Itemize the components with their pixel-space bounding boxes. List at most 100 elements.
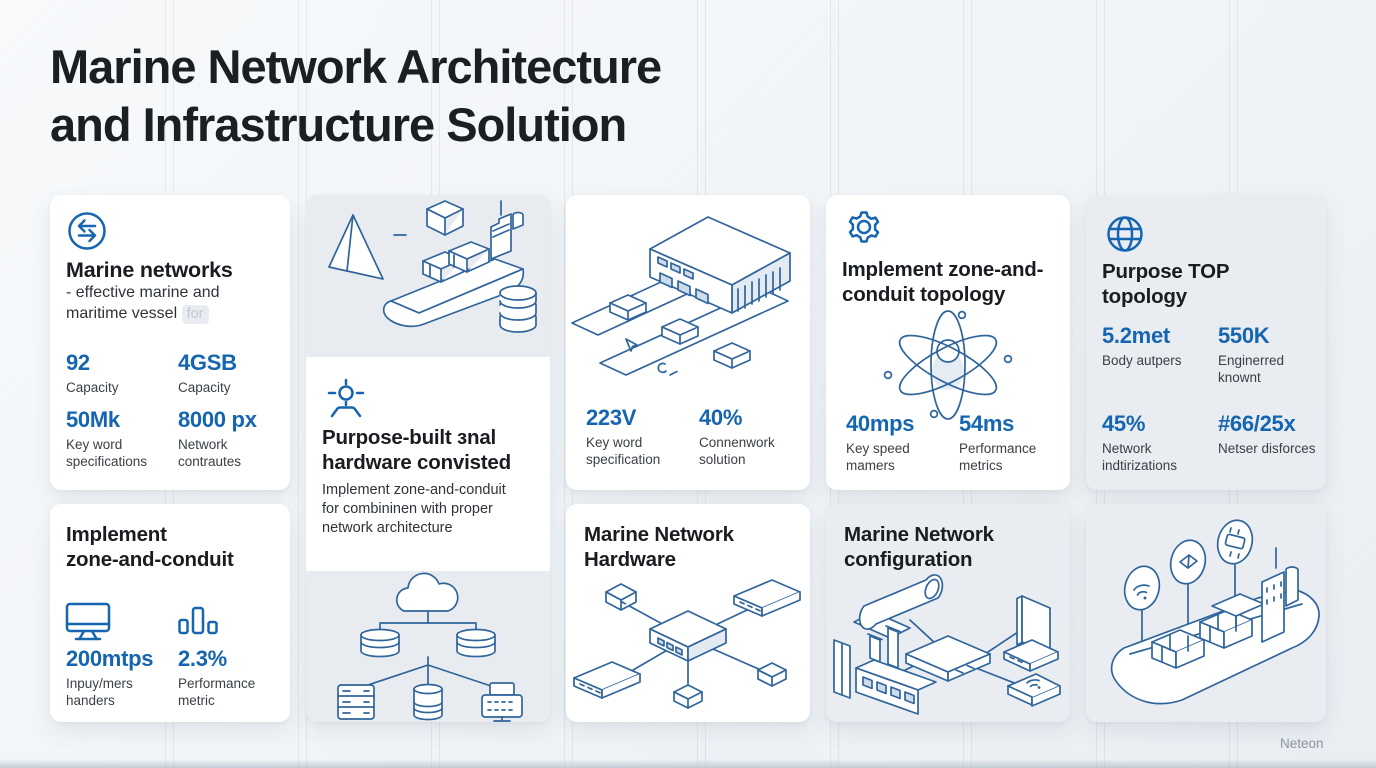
- stat-label: Performance metric: [178, 676, 256, 708]
- stat-label: Capacity: [178, 380, 231, 395]
- storage-cylinder: [413, 683, 443, 721]
- stat-200mtps: 200mtps Inpuy/mers handers: [66, 646, 178, 709]
- purpose-built-panel: Purpose-built ɜnal hardware convisted Im…: [306, 359, 550, 569]
- stat-label: Connenwork solution: [699, 435, 775, 467]
- server-unit: [481, 682, 523, 722]
- stat-value: 40mps: [846, 411, 915, 436]
- stat-40mps: 40mps Key speed mamers: [846, 411, 956, 474]
- card-title: Purpose TOP topology: [1102, 260, 1230, 308]
- stat-label: Inpuy/mers handers: [66, 676, 133, 708]
- subtitle-text: - effective marine and maritime vessel: [66, 284, 220, 322]
- ship-illustration-panel: [306, 195, 550, 357]
- card-marine-networks: Marine networks - effective marine and m…: [50, 195, 290, 490]
- stat-value: 2.3%: [178, 646, 227, 671]
- stat-8000px: 8000 px Network contrautes: [178, 407, 288, 470]
- database-stack: [499, 285, 537, 333]
- chip-badge: [1216, 519, 1254, 565]
- stat-value: 223V: [586, 405, 637, 430]
- card-title: Marine Network configuration: [844, 523, 994, 571]
- network-switch: [649, 610, 727, 662]
- brand-watermark: Neteon: [1280, 736, 1324, 751]
- cloud-database-server-tree-illustration: [337, 572, 523, 722]
- card-body: Implement zone-and-conduit for combinine…: [322, 482, 506, 537]
- stat-label: Netser disforces: [1218, 441, 1316, 456]
- bar-chart-icon: [178, 606, 218, 635]
- card-zone-conduit-topology: Implement zone-and- conduit topology 40m…: [826, 195, 1070, 490]
- stat-label: Capacity: [66, 380, 119, 395]
- atom-orbits-illustration: [883, 310, 1013, 420]
- stat-223v: 223V Key word specification: [586, 405, 696, 468]
- cube-node: [673, 684, 703, 709]
- wifi-device: [1007, 673, 1061, 707]
- small-device: [661, 318, 699, 345]
- stat-label: Performance metrics: [959, 441, 1037, 473]
- ghost-word: for: [181, 304, 209, 324]
- stat-550k: 550K Enginerred knownt: [1218, 323, 1328, 386]
- stat-23pct: 2.3% Performance metric: [178, 646, 288, 709]
- stat-6625x: #66/25x Netser disforces: [1218, 411, 1328, 457]
- card-purpose-built: Purpose-built ɜnal hardware convisted Im…: [306, 195, 550, 722]
- stat-50mk: 50Mk Key word specifications: [66, 407, 176, 470]
- stat-capacity-4gsb: 4GSB Capacity: [178, 350, 288, 396]
- stat-value: 5.2met: [1102, 323, 1170, 348]
- cube-node: [757, 662, 787, 687]
- stat-value: 8000 px: [178, 407, 257, 432]
- switch-star-network-illustration: [573, 579, 801, 709]
- server-rack: [337, 684, 375, 720]
- cube-node: [605, 583, 637, 611]
- gear-icon: [848, 211, 880, 243]
- stat-40pct: 40% Connenwork solution: [699, 405, 809, 468]
- card-purpose-top: Purpose TOP topology 5.2met Body autpers…: [1086, 195, 1326, 490]
- wifi-badge: [1123, 565, 1161, 611]
- rack-node: [733, 579, 801, 617]
- stat-value: 550K: [1218, 323, 1270, 348]
- stat-label: Body autpers: [1102, 353, 1182, 368]
- db-cylinder: [360, 628, 400, 658]
- card-network-configuration: Marine Network configuration: [826, 504, 1070, 722]
- globe-icon: [1107, 216, 1143, 252]
- package-badge: [1169, 539, 1207, 585]
- scribble-glyph: [657, 362, 678, 376]
- card-title: Implement zone-and-conduit: [66, 523, 234, 571]
- cargo-ship: [1110, 547, 1320, 705]
- bottom-edge-shadow: [0, 759, 1376, 768]
- stat-value: 40%: [699, 405, 743, 430]
- stat-label: Key word specifications: [66, 437, 148, 469]
- card-title: Marine networks: [66, 258, 233, 282]
- card-title: Purpose-built ɜnal hardware convisted: [322, 426, 511, 474]
- stat-label: Network indtirizations: [1102, 441, 1178, 473]
- card-ship-overview: [1086, 504, 1326, 722]
- stat-45pct: 45% Network indtirizations: [1102, 411, 1212, 474]
- cargo-ship-iot-illustration: [1110, 519, 1320, 705]
- stat-label: Key speed mamers: [846, 441, 910, 473]
- cargo-ship-pyramid-cube-database-illustration: [328, 200, 537, 333]
- factory-building: [833, 625, 937, 715]
- db-cylinder: [456, 628, 496, 658]
- card-subtitle: - effective marine and maritime vessel f…: [66, 283, 278, 325]
- stat-label: Network contrautes: [178, 437, 242, 469]
- stat-capacity-92: 92 Capacity: [66, 350, 176, 396]
- idea-person-icon: [327, 378, 365, 418]
- card-title: Marine Network Hardware: [584, 523, 734, 571]
- pipe-device: [853, 574, 944, 639]
- cursor-glyph: [625, 338, 638, 352]
- card-title: Implement zone-and- conduit topology: [842, 258, 1044, 306]
- device-star-network-illustration: [833, 574, 1061, 715]
- stat-value: 45%: [1102, 411, 1146, 436]
- card-hardware-unit: 223V Key word specification 40% Connenwo…: [566, 195, 810, 490]
- rack-node: [573, 661, 641, 699]
- transfer-arrows-icon: [68, 212, 106, 250]
- marine-server-box-illustration: [571, 216, 791, 376]
- stat-52met: 5.2met Body autpers: [1102, 323, 1212, 369]
- stat-value: #66/25x: [1218, 411, 1296, 436]
- slide-title: Marine Network Architecture and Infrastr…: [50, 40, 662, 152]
- monitor-icon: [65, 602, 111, 641]
- stat-value: 50Mk: [66, 407, 120, 432]
- tree-illustration-panel: [306, 571, 550, 722]
- router-device: [905, 635, 991, 682]
- small-device: [713, 342, 751, 369]
- stat-value: 4GSB: [178, 350, 237, 375]
- card-network-hardware: Marine Network Hardware: [566, 504, 810, 722]
- monitor-station: [1003, 595, 1059, 672]
